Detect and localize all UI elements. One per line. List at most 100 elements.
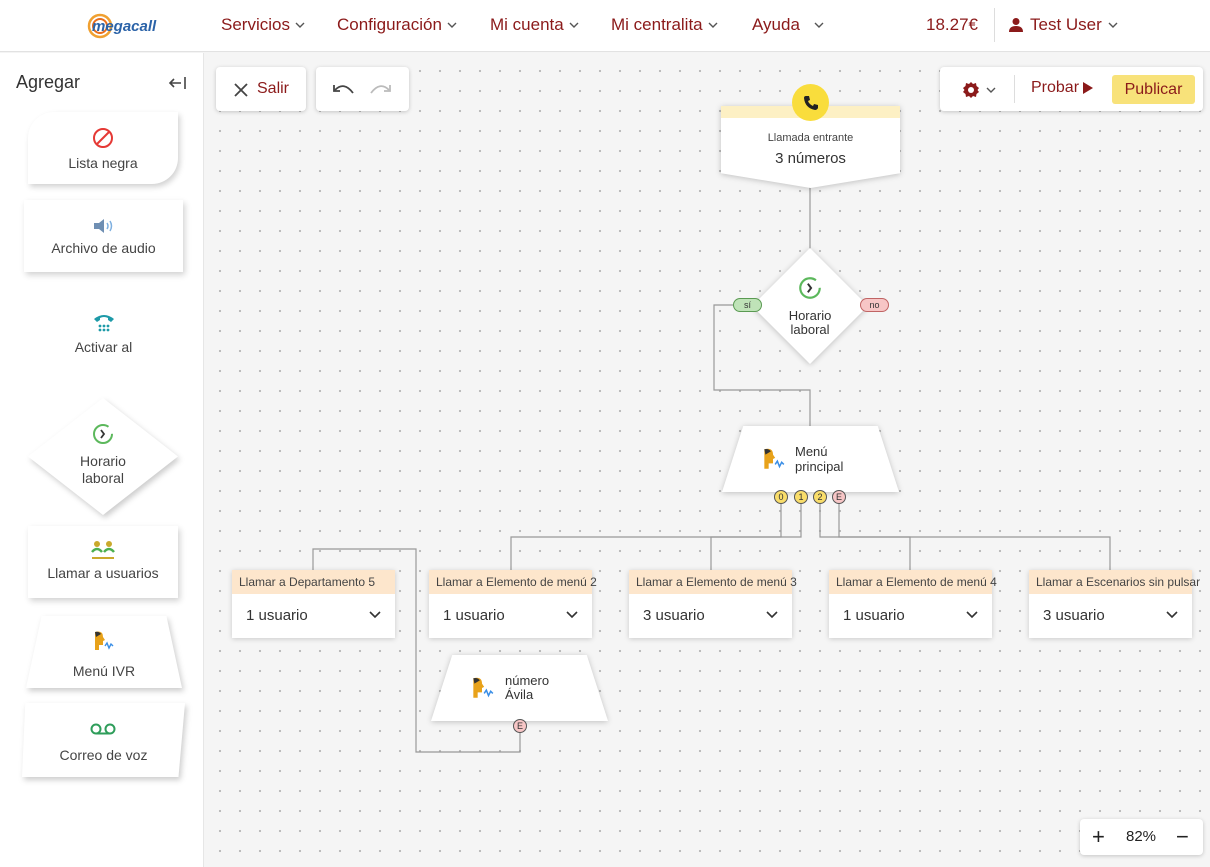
- menu-port-2[interactable]: 2: [813, 490, 827, 504]
- nav-label: Servicios: [221, 15, 290, 34]
- main-menu-node[interactable]: Menú principal: [722, 426, 899, 492]
- call-node-title: Llamar a Elemento de menú 2: [429, 570, 597, 594]
- tool-llamar-usuarios[interactable]: Llamar a usuarios: [28, 526, 178, 598]
- menu-port-1[interactable]: 1: [794, 490, 808, 504]
- tool-activar-al[interactable]: Activar al: [34, 290, 173, 382]
- users-select-value: 1 usuario: [443, 607, 505, 624]
- flow-canvas[interactable]: [204, 53, 1210, 867]
- nav-servicios[interactable]: Servicios: [221, 15, 305, 35]
- users-select-value: 1 usuario: [246, 607, 308, 624]
- users-select[interactable]: 3 usuario: [1029, 594, 1192, 638]
- tool-label: Archivo de audio: [51, 240, 156, 256]
- menu-label: Ávila: [505, 687, 534, 702]
- ivr-head-icon: [473, 677, 494, 698]
- menu-label: principal: [795, 459, 844, 474]
- close-icon: [234, 83, 248, 97]
- call-node-menu-4[interactable]: Llamar a Elemento de menú 4 1 usuario: [829, 570, 997, 638]
- block-icon: [93, 128, 113, 148]
- tool-archivo-audio[interactable]: Archivo de audio: [24, 200, 183, 272]
- megacall-logo[interactable]: megacall: [87, 12, 172, 40]
- svg-text:megacall: megacall: [92, 18, 157, 35]
- nav-label: Mi cuenta: [490, 15, 564, 34]
- settings-dropdown[interactable]: [962, 80, 998, 100]
- user-icon: [1009, 18, 1023, 32]
- chevron-down-icon: [369, 611, 381, 619]
- redo-icon[interactable]: [369, 83, 391, 97]
- tool-label: Horario laboral: [80, 453, 126, 486]
- sub-menu-node[interactable]: número Ávila: [431, 655, 608, 721]
- chevron-down-icon: [814, 22, 824, 28]
- tool-label: Activar al: [74, 339, 133, 355]
- tool-label: Llamar a usuarios: [47, 565, 159, 581]
- test-label: Probar: [1031, 79, 1080, 96]
- test-button[interactable]: Probar: [1031, 79, 1094, 97]
- chevron-down-icon: [569, 22, 579, 28]
- sidebar-title: Agregar: [16, 72, 81, 92]
- sub-menu-port-e[interactable]: E: [513, 719, 527, 733]
- incoming-title: Llamada entrante: [767, 132, 854, 144]
- call-node-sin-pulsar[interactable]: Llamar a Escenarios sin pulsar 3 usuario: [1029, 570, 1200, 638]
- tool-menu-ivr[interactable]: Menú IVR: [26, 616, 182, 688]
- exit-label: Salir: [257, 80, 290, 97]
- menu-label: número: [505, 673, 550, 688]
- nav-ayuda[interactable]: Ayuda: [752, 15, 824, 35]
- tool-label: Lista negra: [68, 155, 138, 171]
- tool-label: Correo de voz: [59, 747, 148, 763]
- chevron-down-icon: [447, 22, 457, 28]
- call-node-menu-2[interactable]: Llamar a Elemento de menú 2 1 usuario: [429, 570, 597, 638]
- call-node-departamento-5[interactable]: Llamar a Departamento 5 1 usuario: [232, 570, 395, 638]
- chevron-down-icon: [766, 611, 778, 619]
- history-controls: [316, 67, 409, 111]
- tool-label: Menú IVR: [72, 663, 136, 679]
- menu-port-e[interactable]: E: [832, 490, 846, 504]
- incoming-call-node[interactable]: Llamada entrante 3 números: [721, 106, 900, 188]
- zoom-level: 82%: [1126, 828, 1157, 845]
- publish-toolbar: Probar Publicar: [940, 67, 1203, 111]
- nav-mi-cuenta[interactable]: Mi cuenta: [490, 15, 579, 35]
- call-node-title: Llamar a Escenarios sin pulsar: [1029, 570, 1200, 594]
- menu-port-0[interactable]: 0: [774, 490, 788, 504]
- yes-port[interactable]: sí: [733, 298, 762, 312]
- divider: [994, 8, 995, 42]
- users-select[interactable]: 1 usuario: [829, 594, 992, 638]
- call-node-menu-3[interactable]: Llamar a Elemento de menú 3 3 usuario: [629, 570, 797, 638]
- collapse-sidebar-icon[interactable]: [168, 73, 188, 93]
- phone-keypad-icon: [93, 315, 114, 332]
- call-node-title: Llamar a Departamento 5: [232, 570, 395, 594]
- clock-icon: [799, 277, 821, 299]
- phone-icon: [804, 96, 818, 110]
- chevron-down-icon: [986, 87, 996, 93]
- no-port[interactable]: no: [860, 298, 889, 312]
- chevron-down-icon: [566, 611, 578, 619]
- chevron-down-icon: [295, 22, 305, 28]
- user-name: Test User: [1030, 15, 1102, 34]
- users-select[interactable]: 1 usuario: [232, 594, 395, 638]
- zoom-controls: + 82% −: [1080, 819, 1203, 855]
- users-select-value: 3 usuario: [643, 607, 705, 624]
- publish-button[interactable]: Publicar: [1112, 75, 1195, 104]
- exit-button[interactable]: Salir: [216, 67, 306, 111]
- users-select[interactable]: 1 usuario: [429, 594, 592, 638]
- schedule-label: laboral: [790, 322, 830, 337]
- speaker-icon: [93, 219, 112, 233]
- tool-lista-negra[interactable]: Lista negra: [28, 112, 178, 184]
- add-sidebar: Agregar Lista negra Archivo de audio Act…: [0, 53, 204, 867]
- user-menu[interactable]: Test User: [1008, 15, 1118, 35]
- clock-icon: [93, 424, 113, 444]
- gear-icon: [963, 82, 979, 98]
- users-select-value: 3 usuario: [1043, 607, 1105, 624]
- nav-mi-centralita[interactable]: Mi centralita: [611, 15, 718, 35]
- chevron-down-icon: [708, 22, 718, 28]
- nav-configuracion[interactable]: Configuración: [337, 15, 457, 35]
- tool-correo-voz[interactable]: Correo de voz: [22, 703, 185, 777]
- divider: [1014, 75, 1015, 103]
- play-icon: [1083, 82, 1094, 94]
- schedule-node[interactable]: Horario laboral: [752, 248, 868, 364]
- undo-icon[interactable]: [333, 83, 355, 97]
- zoom-in-button[interactable]: +: [1092, 824, 1105, 849]
- menu-label: Menú: [795, 444, 828, 459]
- users-select[interactable]: 3 usuario: [629, 594, 792, 638]
- zoom-out-button[interactable]: −: [1176, 824, 1189, 849]
- tool-horario-laboral[interactable]: Horario laboral: [28, 398, 178, 515]
